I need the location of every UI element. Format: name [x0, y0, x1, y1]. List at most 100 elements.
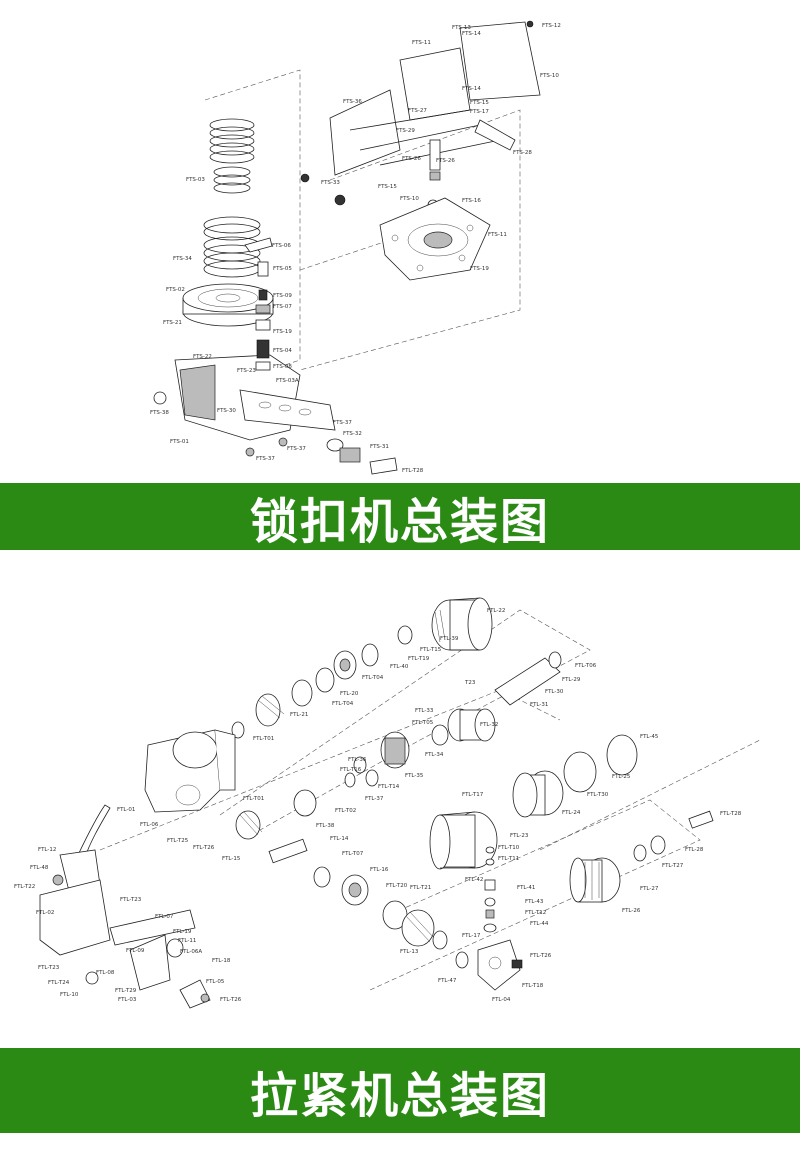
part-label: FTS-17	[470, 109, 489, 115]
part-label: FTS-03	[186, 177, 205, 183]
part-label: FTL-T04	[362, 675, 384, 681]
part-label: FTL-33	[415, 708, 434, 714]
lock-machine-diagram: FTS-12 FTS-14 FTS-13 FTS-11 FTS-10 FTS-1…	[0, 0, 800, 483]
part-label: FTS-08	[273, 364, 292, 370]
main-housing	[144, 729, 236, 813]
part-label: FTL-T25	[167, 838, 189, 844]
part-label: FTL-11	[178, 938, 196, 944]
part-label: FTL-T30	[587, 792, 609, 798]
part-label: FTL-47	[438, 978, 457, 984]
part-label: FTL-06A	[180, 949, 202, 955]
outlet-fittings	[278, 437, 398, 475]
part-label: FTS-34	[173, 256, 192, 262]
part-label: FTL-T27	[662, 863, 684, 869]
part-label: FTS-19	[273, 329, 292, 335]
part-label: FTS-07	[273, 304, 292, 310]
part-label: FTS-33	[321, 180, 340, 186]
part-label: FTS-12	[542, 23, 561, 29]
linkage-assembly	[300, 20, 541, 211]
part-label: FTL-T20	[386, 883, 408, 889]
part-label: FTL-T19	[408, 656, 430, 662]
part-label: FTL-T29	[115, 988, 137, 994]
part-label: FTS-11	[412, 40, 431, 46]
part-label: FTL-T15	[420, 647, 442, 653]
part-label: FTS-28	[513, 150, 532, 156]
part-label: FTL-25	[612, 774, 631, 780]
part-label: FTS-10	[540, 73, 559, 79]
part-label: FTL-21	[290, 712, 308, 718]
part-label: FTL-40	[390, 664, 409, 670]
part-label: FTS-04	[273, 348, 292, 354]
part-labels: FTL-22 FTL-39 FTL-T15 FTL-T19 FTL-40 FTL…	[14, 608, 742, 1003]
part-label: FTS-13	[452, 25, 471, 31]
part-label: FTS-15	[470, 100, 489, 106]
part-label: FTS-16	[462, 198, 481, 204]
part-label: FTL-27	[640, 886, 659, 892]
part-label: FTL-10	[60, 992, 79, 998]
part-label: FTL-39	[440, 636, 459, 642]
planetary-gear	[344, 731, 410, 788]
piston-disc	[182, 283, 274, 327]
part-label: FTS-15	[378, 184, 397, 190]
part-label: FTS-31	[370, 444, 389, 450]
part-label: FTL-04	[492, 997, 511, 1003]
upper-bearings	[231, 625, 413, 739]
part-label: FTL-T11	[498, 856, 519, 862]
section-title: 锁扣机总装图	[249, 493, 550, 550]
part-label: FTL-15	[222, 856, 241, 862]
handle-frame	[39, 804, 211, 1009]
part-label: FTS-01	[170, 439, 189, 445]
part-label: FTL-24	[562, 810, 581, 816]
part-label: FTL-38	[316, 823, 335, 829]
part-label: FTL-T23	[38, 965, 60, 971]
part-label: FTS-21	[163, 320, 182, 326]
part-label: FTS-14	[462, 31, 481, 37]
part-label: FTL-T12	[525, 910, 546, 916]
part-label: FTL-31	[530, 702, 548, 708]
part-label: FTL-37	[365, 796, 384, 802]
part-label: FTS-23	[237, 368, 256, 374]
part-label: FTL-34	[425, 752, 444, 758]
part-label: FTS-26	[436, 158, 455, 164]
part-label: FTL-30	[545, 689, 564, 695]
part-label: FTL-T26	[193, 845, 215, 851]
part-label: FTL-05	[206, 979, 225, 985]
part-label: FTS-11	[488, 232, 507, 238]
part-label: FTL-45	[640, 734, 659, 740]
part-label: FTL-T18	[522, 983, 544, 989]
part-label: FTL-06	[140, 822, 159, 828]
valve-fittings	[477, 846, 523, 991]
part-label: FTL-01	[117, 807, 135, 813]
part-label: FTS-22	[193, 354, 212, 360]
part-label: FTL-35	[405, 773, 424, 779]
part-label: FTL-28	[685, 847, 704, 853]
part-label: FTL-T26	[220, 997, 242, 1003]
part-label: FTL-T21	[410, 885, 431, 891]
top-cylinder	[431, 597, 493, 651]
part-label: FTL-T10	[498, 845, 520, 851]
part-label: FTL-03	[118, 997, 137, 1003]
part-label: FTS-30	[217, 408, 236, 414]
part-label: FTL-T16	[340, 767, 362, 773]
part-label: FTL-T22	[14, 884, 35, 890]
part-label: FTS-27	[408, 108, 427, 114]
part-label: FTL-T23	[120, 897, 142, 903]
right-side-parts	[429, 651, 714, 903]
part-label: FTS-38	[150, 410, 169, 416]
part-label: FTL-42	[465, 877, 483, 883]
section-title-banner: 锁扣机总装图	[0, 483, 800, 550]
part-label: FTS-14	[462, 86, 481, 92]
part-label: FTL-26	[622, 908, 641, 914]
part-label: FTL-T01	[253, 736, 274, 742]
tension-machine-diagram: FTL-22 FTL-39 FTL-T15 FTL-T19 FTL-40 FTL…	[0, 550, 800, 1048]
part-label: FTS-36	[343, 99, 362, 105]
base-plate	[379, 197, 491, 281]
part-label: FTL-T07	[342, 851, 364, 857]
part-label: FTL-36	[348, 757, 367, 763]
section-title-banner: 拉紧机总装图	[0, 1048, 800, 1133]
part-label: FTL-T01	[243, 796, 264, 802]
part-label: FTS-03A	[276, 378, 299, 384]
part-label: FTL-17	[462, 933, 481, 939]
lock-machine-drawing: FTS-12 FTS-14 FTS-13 FTS-11 FTS-10 FTS-1…	[150, 20, 561, 475]
tension-machine-drawing: FTL-22 FTL-39 FTL-T15 FTL-T19 FTL-40 FTL…	[14, 597, 761, 1009]
